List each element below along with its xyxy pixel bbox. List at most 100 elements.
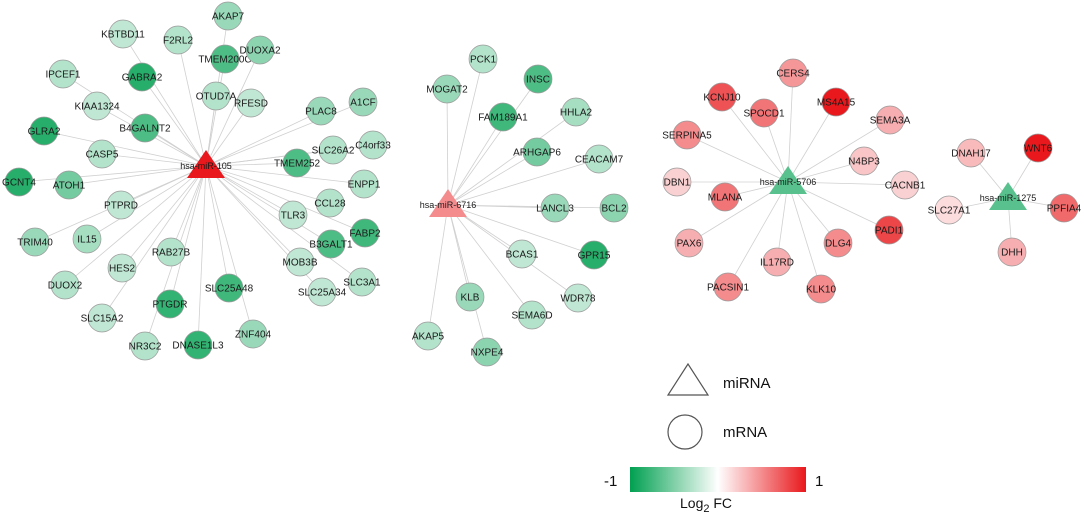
gene-node-b4galnt2[interactable]: B4GALNT2 — [119, 113, 171, 143]
gene-node-akap7[interactable]: AKAP7 — [212, 1, 245, 31]
gene-node-serpina5[interactable]: SERPINA5 — [662, 120, 712, 150]
gene-node-bcas1[interactable]: BCAS1 — [506, 239, 539, 269]
gene-node-dnase1l3[interactable]: DNASE1L3 — [172, 330, 224, 360]
edge-hsa-mir-6716-bcl2 — [447, 204, 615, 209]
gene-node-hhla2[interactable]: HHLA2 — [560, 97, 593, 127]
gene-node-znf404[interactable]: ZNF404 — [235, 319, 272, 349]
gene-node-otud7a[interactable]: OTUD7A — [196, 81, 237, 111]
gene-node-mogat2[interactable]: MOGAT2 — [426, 74, 468, 104]
gene-node-hes2[interactable]: HES2 — [107, 253, 137, 283]
gene-node-c4orf33[interactable]: C4orf33 — [355, 130, 391, 160]
gene-node-spocd1[interactable]: SPOCD1 — [743, 98, 785, 128]
gene-node-tmem200c[interactable]: TMEM200C — [198, 44, 252, 74]
gene-node-mob3b[interactable]: MOB3B — [282, 247, 318, 277]
gene-node-gcnt4[interactable]: GCNT4 — [2, 167, 36, 197]
colorbar-gradient — [630, 467, 806, 492]
gene-node-cacnb1[interactable]: CACNB1 — [885, 170, 926, 200]
gene-node-cers4[interactable]: CERS4 — [776, 58, 810, 88]
gene-node-glra2[interactable]: GLRA2 — [28, 116, 61, 146]
gene-node-slc3a1[interactable]: SLC3A1 — [343, 267, 381, 297]
gene-circle-icon — [50, 270, 80, 300]
gene-node-tlr3[interactable]: TLR3 — [278, 200, 308, 230]
gene-node-il15[interactable]: IL15 — [72, 224, 102, 254]
gene-node-ccl28[interactable]: CCL28 — [314, 188, 346, 218]
mirna-node-hsa-mir-105[interactable]: hsa-miR-105 — [180, 150, 232, 178]
gene-node-kbtbd11[interactable]: KBTBD11 — [101, 19, 145, 49]
edge-hsa-mir-105-tmem200c — [205, 58, 226, 167]
gene-node-ipcef1[interactable]: IPCEF1 — [45, 59, 81, 89]
gene-label: GCNT4 — [2, 178, 36, 189]
gene-node-wdr78[interactable]: WDR78 — [560, 283, 596, 313]
gene-label: KBTBD11 — [101, 30, 145, 41]
gene-label: SEMA6D — [511, 311, 552, 322]
gene-node-ppfia4[interactable]: PPFIA4 — [1047, 193, 1082, 223]
edge-hsa-mir-105-b3galt1 — [205, 165, 332, 245]
gene-node-trim40[interactable]: TRIM40 — [17, 227, 53, 257]
gene-node-a1cf[interactable]: A1CF — [348, 87, 378, 117]
gene-node-arhgap6[interactable]: ARHGAP6 — [513, 137, 561, 167]
gene-node-duoxa2[interactable]: DUOXA2 — [239, 35, 281, 65]
gene-node-slc25a48[interactable]: SLC25A48 — [205, 273, 254, 303]
gene-node-dbn1[interactable]: DBN1 — [662, 167, 692, 197]
gene-circle-icon — [472, 337, 502, 367]
gene-node-enpp1[interactable]: ENPP1 — [348, 169, 381, 199]
gene-node-padi1[interactable]: PADI1 — [874, 215, 904, 245]
gene-node-lancl3[interactable]: LANCL3 — [536, 193, 574, 223]
gene-node-fabp2[interactable]: FABP2 — [349, 218, 381, 248]
gene-node-plac8[interactable]: PLAC8 — [305, 96, 337, 126]
gene-node-slc27a1[interactable]: SLC27A1 — [928, 195, 971, 225]
gene-node-pacsin1[interactable]: PACSIN1 — [707, 272, 749, 302]
gene-node-akap5[interactable]: AKAP5 — [412, 321, 445, 351]
gene-node-gabra2[interactable]: GABRA2 — [122, 62, 163, 92]
gene-node-pck1[interactable]: PCK1 — [468, 44, 498, 74]
mirna-node-hsa-mir-1275[interactable]: hsa-miR-1275 — [980, 182, 1037, 210]
edge-hsa-mir-6716-nxpe4 — [447, 204, 488, 353]
gene-label: DLG4 — [825, 239, 852, 250]
gene-node-rfesd[interactable]: RFESD — [234, 88, 268, 118]
gene-node-slc26a2[interactable]: SLC26A2 — [312, 135, 355, 165]
gene-node-nxpe4[interactable]: NXPE4 — [471, 337, 504, 367]
gene-node-gpr15[interactable]: GPR15 — [578, 240, 611, 270]
gene-node-sema6d[interactable]: SEMA6D — [511, 300, 553, 330]
gene-node-slc25a34[interactable]: SLC25A34 — [298, 277, 347, 307]
gene-label: IL15 — [77, 235, 97, 246]
gene-node-slc15a2[interactable]: SLC15A2 — [81, 303, 124, 333]
gene-node-il17rd[interactable]: IL17RD — [760, 247, 794, 277]
gene-node-duox2[interactable]: DUOX2 — [48, 270, 83, 300]
mirna-node-hsa-mir-6716[interactable]: hsa-miR-6716 — [420, 189, 477, 217]
gene-node-mlana[interactable]: MLANA — [708, 182, 743, 212]
gene-label: C4orf33 — [355, 141, 391, 152]
gene-node-ceacam7[interactable]: CEACAM7 — [575, 144, 624, 174]
gene-node-f2rl2[interactable]: F2RL2 — [163, 25, 193, 55]
gene-node-bcl2[interactable]: BCL2 — [599, 193, 629, 223]
gene-node-pax6[interactable]: PAX6 — [674, 228, 704, 258]
gene-node-casp5[interactable]: CASP5 — [86, 139, 119, 169]
edge-hsa-mir-105-kbtbd11 — [122, 33, 207, 167]
mirna-node-hsa-mir-5706[interactable]: hsa-miR-5706 — [760, 166, 817, 194]
gene-node-ptgdr[interactable]: PTGDR — [153, 289, 188, 319]
edge-hsa-mir-6716-ceacam7 — [447, 158, 600, 206]
gene-node-dnah17[interactable]: DNAH17 — [951, 138, 991, 168]
gene-node-dlg4[interactable]: DLG4 — [823, 228, 853, 258]
gene-node-klk10[interactable]: KLK10 — [806, 274, 836, 304]
gene-circle-icon — [236, 88, 266, 118]
gene-node-rab27b[interactable]: RAB27B — [152, 237, 191, 267]
gene-node-klb[interactable]: KLB — [455, 282, 485, 312]
gene-node-fam189a1[interactable]: FAM189A1 — [478, 102, 528, 132]
gene-node-b3galt1[interactable]: B3GALT1 — [309, 229, 353, 259]
gene-node-ms4a15[interactable]: MS4A15 — [817, 87, 856, 117]
gene-node-ptprd[interactable]: PTPRD — [104, 190, 138, 220]
gene-node-nr3c2[interactable]: NR3C2 — [129, 331, 162, 361]
gene-circle-icon — [307, 277, 337, 307]
gene-node-tmem252[interactable]: TMEM252 — [274, 148, 321, 178]
gene-node-sema3a[interactable]: SEMA3A — [870, 105, 911, 135]
gene-circle-icon — [245, 35, 275, 65]
gene-node-n4bp3[interactable]: N4BP3 — [848, 146, 880, 176]
gene-node-atoh1[interactable]: ATOH1 — [53, 170, 86, 200]
gene-node-dhh[interactable]: DHH — [997, 237, 1027, 267]
gene-node-insc[interactable]: INSC — [523, 64, 553, 94]
gene-node-kiaa1324[interactable]: KIAA1324 — [74, 91, 120, 121]
gene-node-wnt6[interactable]: WNT6 — [1023, 133, 1053, 163]
gene-label: SEMA3A — [870, 116, 911, 127]
gene-node-kcnj10[interactable]: KCNJ10 — [703, 82, 741, 112]
